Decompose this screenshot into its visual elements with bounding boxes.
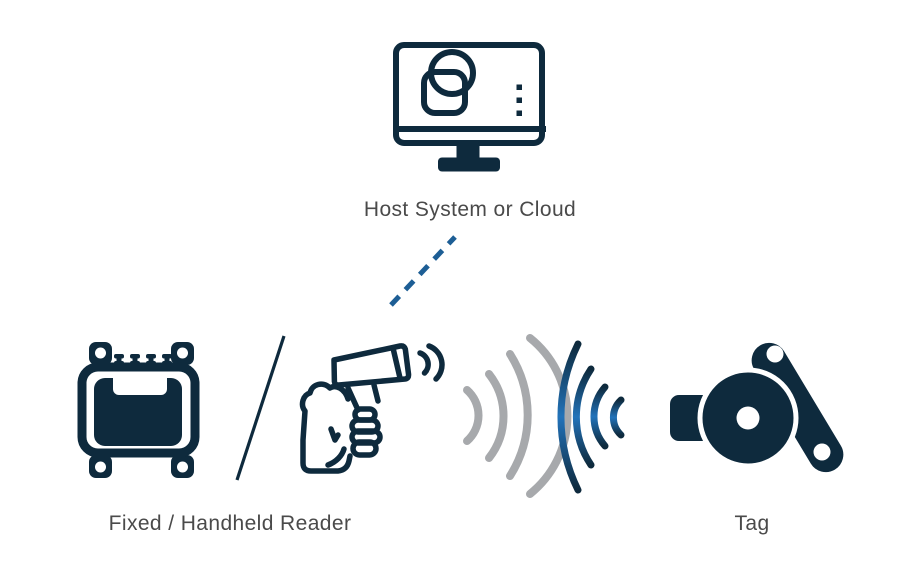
menu-dot — [516, 84, 522, 90]
scanner-tip-line — [390, 345, 403, 381]
grip-right-line — [371, 382, 381, 404]
return-wave-arcs — [557, 340, 625, 494]
tag-label: Tag — [734, 512, 770, 535]
dashed-connector-line — [389, 235, 457, 307]
slash-divider — [228, 333, 290, 483]
finger — [350, 439, 379, 458]
reader-label: Fixed / Handheld Reader — [108, 512, 352, 535]
mount-hole — [177, 461, 188, 473]
mount-hole — [95, 461, 106, 473]
menu-dot — [516, 110, 522, 116]
desktop-computer-icon — [390, 38, 550, 174]
monitor-screen — [393, 42, 545, 146]
palm-crease — [325, 446, 347, 468]
monitor-stand-base — [438, 157, 500, 172]
host-reader-dashed-link — [385, 231, 463, 313]
outbound-wave-arcs — [463, 334, 572, 498]
thumb-crease — [328, 426, 341, 443]
reader-label-plate-top — [113, 378, 167, 386]
palm-thumb-outline — [299, 381, 353, 474]
scan-signal-arc-small — [417, 350, 431, 376]
rfid-hard-tag-icon — [657, 318, 852, 484]
tag-disc-hole — [736, 406, 760, 430]
strap-hole-top — [766, 345, 784, 363]
grip-left-line — [345, 385, 361, 413]
mount-hole — [95, 347, 106, 359]
fixed-rfid-reader-icon — [75, 340, 207, 482]
strap-hole-bottom — [813, 443, 831, 461]
monitor-stand-neck — [456, 144, 480, 159]
slash-line — [235, 335, 286, 481]
mount-hole — [177, 347, 188, 359]
handheld-scanner-in-hand-icon — [288, 328, 448, 488]
host-system-label: Host System or Cloud — [363, 198, 577, 221]
menu-dot — [516, 97, 522, 103]
screen-square-shape — [421, 69, 468, 116]
radio-waves-icon — [455, 332, 635, 500]
scan-signal-arc-large — [426, 343, 445, 382]
